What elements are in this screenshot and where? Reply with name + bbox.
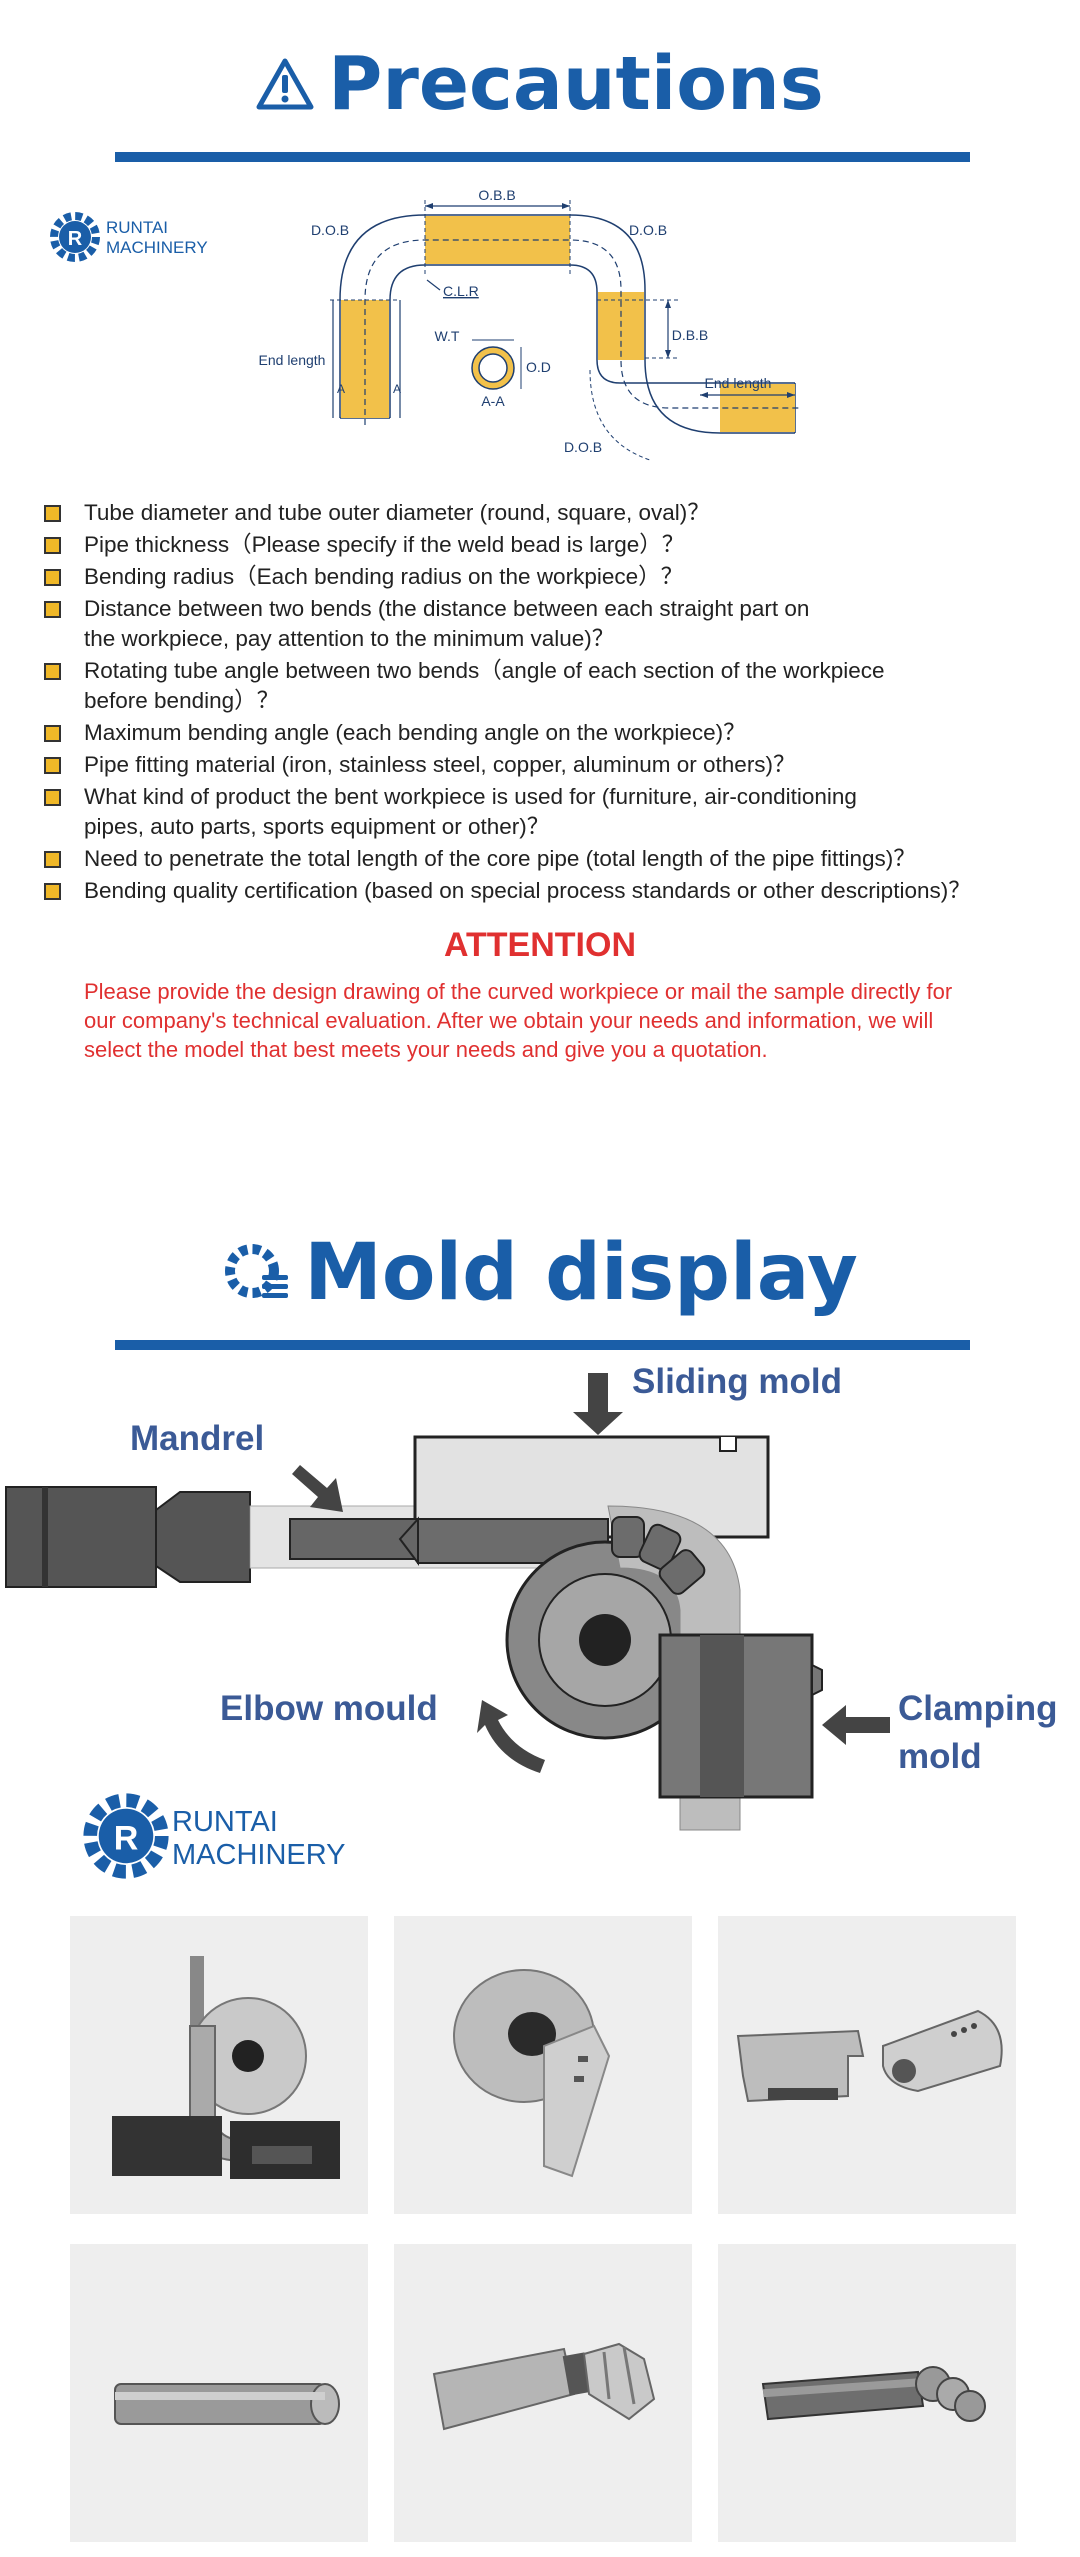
label-a-left: A (337, 382, 345, 396)
label-end-length-right: End length (705, 375, 772, 391)
checkbox-bullet-icon (44, 601, 61, 618)
checkbox-bullet-icon (44, 757, 61, 774)
checkbox-bullet-icon (44, 505, 61, 522)
attention-title: ATTENTION (443, 926, 636, 964)
precautions-title: Precautions (328, 40, 824, 127)
label-end-length-left: End length (259, 352, 326, 368)
mold-divider (115, 1340, 970, 1350)
tube-dimension-diagram: O.B.B D.O.B D.O.B D.O.B C.L.R W.T O.D A-… (259, 187, 800, 461)
checklist-item: Pipe thickness（Please specify if the wel… (38, 530, 1068, 560)
logo-line1: RUNTAI (106, 218, 169, 237)
label-wt: W.T (435, 328, 460, 344)
requirements-checklist: Tube diameter and tube outer diameter (r… (38, 498, 1068, 908)
svg-text:R: R (68, 228, 83, 250)
arrow-down-icon (573, 1373, 623, 1435)
label-aa: A-A (481, 393, 505, 409)
label-clr: C.L.R (443, 283, 479, 299)
label-obb: O.B.B (478, 187, 515, 203)
label-dob-right: D.O.B (629, 222, 667, 238)
checkbox-bullet-icon (44, 789, 61, 806)
runtai-gear-logo-icon: R (50, 212, 100, 262)
precautions-heading: Precautions (0, 38, 1080, 128)
label-clamping-2: mold (898, 1737, 982, 1776)
checklist-item: Need to penetrate the total length of th… (38, 844, 1068, 874)
checklist-item: Tube diameter and tube outer diameter (r… (38, 498, 1068, 528)
runtai-logo-top: R RUNTAI MACHINERY (48, 210, 248, 270)
label-mandrel: Mandrel (130, 1419, 264, 1458)
checklist-item: Bending radius（Each bending radius on th… (38, 562, 1068, 592)
mandrel-block (5, 1486, 157, 1588)
checkbox-bullet-icon (44, 663, 61, 680)
warning-icon (256, 58, 314, 109)
gear-list-icon (225, 1243, 289, 1298)
mold-heading: Mold display (0, 1222, 1080, 1322)
checklist-item: Bending quality certification (based on … (38, 876, 1068, 906)
svg-text:R: R (114, 1820, 139, 1858)
label-a-right: A (393, 382, 401, 396)
product-photo-ball-mandrel[interactable] (718, 2244, 1016, 2542)
arrow-mandrel-icon (292, 1465, 343, 1512)
arrow-rotate-icon (477, 1700, 545, 1773)
product-photo-wiper-dies[interactable] (718, 1916, 1016, 2214)
label-dob-bottom: D.O.B (564, 439, 602, 455)
precautions-divider (115, 152, 970, 162)
mold-title: Mold display (304, 1227, 858, 1318)
logo-line2: MACHINERY (172, 1839, 346, 1871)
label-sliding-mold: Sliding mold (632, 1362, 842, 1401)
checkbox-bullet-icon (44, 883, 61, 900)
checklist-item: Maximum bending angle (each bending angl… (38, 718, 1068, 748)
checkbox-bullet-icon (44, 851, 61, 868)
checkbox-bullet-icon (44, 725, 61, 742)
product-photo-mandrel-link[interactable] (394, 2244, 692, 2542)
checklist-item: What kind of product the bent workpiece … (38, 782, 1068, 842)
runtai-gear-logo-icon: R (83, 1793, 169, 1879)
checklist-item: Rotating tube angle between two bends（an… (38, 656, 1068, 716)
cross-section-inner (478, 353, 508, 383)
label-dob-left: D.O.B (311, 222, 349, 238)
checkbox-bullet-icon (44, 537, 61, 554)
logo-line1: RUNTAI (172, 1806, 278, 1838)
attention-text: Please provide the design drawing of the… (84, 979, 953, 1062)
label-elbow-mould: Elbow mould (220, 1689, 438, 1728)
label-dbb: D.B.B (672, 327, 709, 343)
product-photo-mandrel-rod[interactable] (70, 2244, 368, 2542)
runtai-logo-mold: R RUNTAI MACHINERY (80, 1790, 380, 1890)
product-photo-bend-die-set[interactable] (70, 1916, 368, 2214)
arrow-left-icon (822, 1705, 890, 1745)
product-photo-bend-die[interactable] (394, 1916, 692, 2214)
checkbox-bullet-icon (44, 569, 61, 586)
label-od: O.D (526, 359, 551, 375)
logo-line2: MACHINERY (106, 238, 208, 257)
checklist-item: Distance between two bends (the distance… (38, 594, 1068, 654)
checklist-item: Pipe fitting material (iron, stainless s… (38, 750, 1068, 780)
mold-mechanism-diagram: Sliding mold Mandrel Elbow mould Clampin… (5, 1362, 1057, 1831)
label-clamping-1: Clamping (898, 1689, 1057, 1728)
